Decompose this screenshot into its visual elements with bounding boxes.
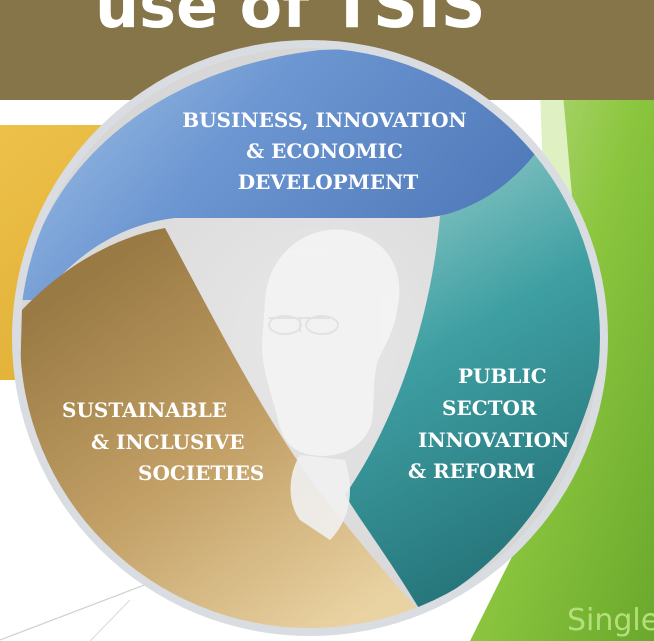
label-line: & ECONOMIC [246,139,403,163]
segment-business [20,49,560,301]
label-line: SOCIETIES [138,461,264,485]
segment-public [345,110,600,610]
green-arrow-shape [470,40,654,641]
label-line: INNOVATION [418,428,569,452]
cycle-diagram: BUSINESS, INNOVATION & ECONOMIC DEVELOPM… [12,40,608,636]
label-line: & REFORM [408,459,535,483]
segment-public-label: PUBLIC SECTOR INNOVATION & REFORM [408,364,576,483]
label-line: PUBLIC [458,364,547,388]
footer-text: Single [567,603,654,638]
label-line: DEVELOPMENT [238,170,419,194]
segment-sustainable-label: SUSTAINABLE & INCLUSIVE SOCIETIES [62,398,264,485]
decorative-line [89,599,131,641]
label-line: SUSTAINABLE [62,398,227,422]
label-line: SECTOR [442,396,537,420]
label-line: BUSINESS, INNOVATION [182,108,467,132]
segment-business-label: BUSINESS, INNOVATION & ECONOMIC DEVELOPM… [182,108,474,194]
label-line: & INCLUSIVE [91,430,245,454]
portrait-silhouette [262,229,400,540]
header-title: use of TSIS [95,0,486,42]
